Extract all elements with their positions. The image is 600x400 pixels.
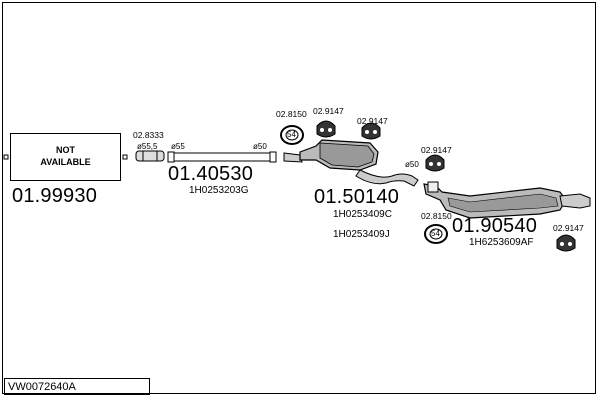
rubber-hanger-icon [425, 154, 445, 172]
clamp-icon [135, 150, 165, 162]
connector-left [3, 154, 9, 160]
part-number-01-90540: 01.90540 [452, 215, 538, 237]
rubber-hanger-icon [316, 120, 336, 138]
ring-size-bottom: 54 [431, 229, 440, 238]
label-diameter-50-front: ø50 [253, 142, 267, 151]
not-available-line2: AVAILABLE [40, 157, 91, 167]
label-diameter-50-rear: ø50 [405, 160, 419, 169]
label-clamp: 02.8333 [133, 130, 164, 140]
label-hanger-a: 02.9147 [313, 106, 344, 116]
oe-number-1h0253409c: 1H0253409C [333, 209, 392, 220]
ring-size-top: 54 [287, 130, 296, 139]
rubber-hanger-icon [361, 122, 381, 140]
pipe-connector-icon [283, 152, 303, 163]
label-ring-bottom: 02.8150 [421, 211, 452, 221]
sealing-ring-icon [280, 125, 304, 145]
part-number-01-50140: 01.50140 [314, 186, 400, 208]
label-hanger-d: 02.9147 [553, 223, 584, 233]
oe-number-1h0253409j: 1H0253409J [333, 229, 390, 240]
label-diameter-55: ø55 [171, 142, 185, 151]
oe-number-1h6253609af: 1H6253609AF [469, 237, 534, 248]
sealing-ring-icon [424, 224, 448, 244]
part-number-01-40530: 01.40530 [168, 163, 254, 185]
diagram-frame [2, 2, 596, 394]
reference-number: VW0072640A [4, 378, 150, 395]
rear-muffler-icon [423, 181, 591, 219]
connector-right [122, 154, 128, 160]
rubber-hanger-icon [556, 234, 576, 252]
label-diameter-55-5: ø55,5 [137, 142, 158, 151]
not-available-line1: NOT [56, 145, 75, 156]
oe-number-1h0253203g: 1H0253203G [189, 185, 249, 196]
label-hanger-c: 02.9147 [421, 145, 452, 155]
label-hanger-b: 02.9147 [357, 116, 388, 126]
middle-muffler-icon [299, 139, 419, 187]
not-available-box: NOT AVAILABLE [10, 133, 121, 181]
front-pipe-icon [167, 151, 277, 163]
part-number-01-99930: 01.99930 [12, 185, 98, 207]
label-ring-top: 02.8150 [276, 109, 307, 119]
